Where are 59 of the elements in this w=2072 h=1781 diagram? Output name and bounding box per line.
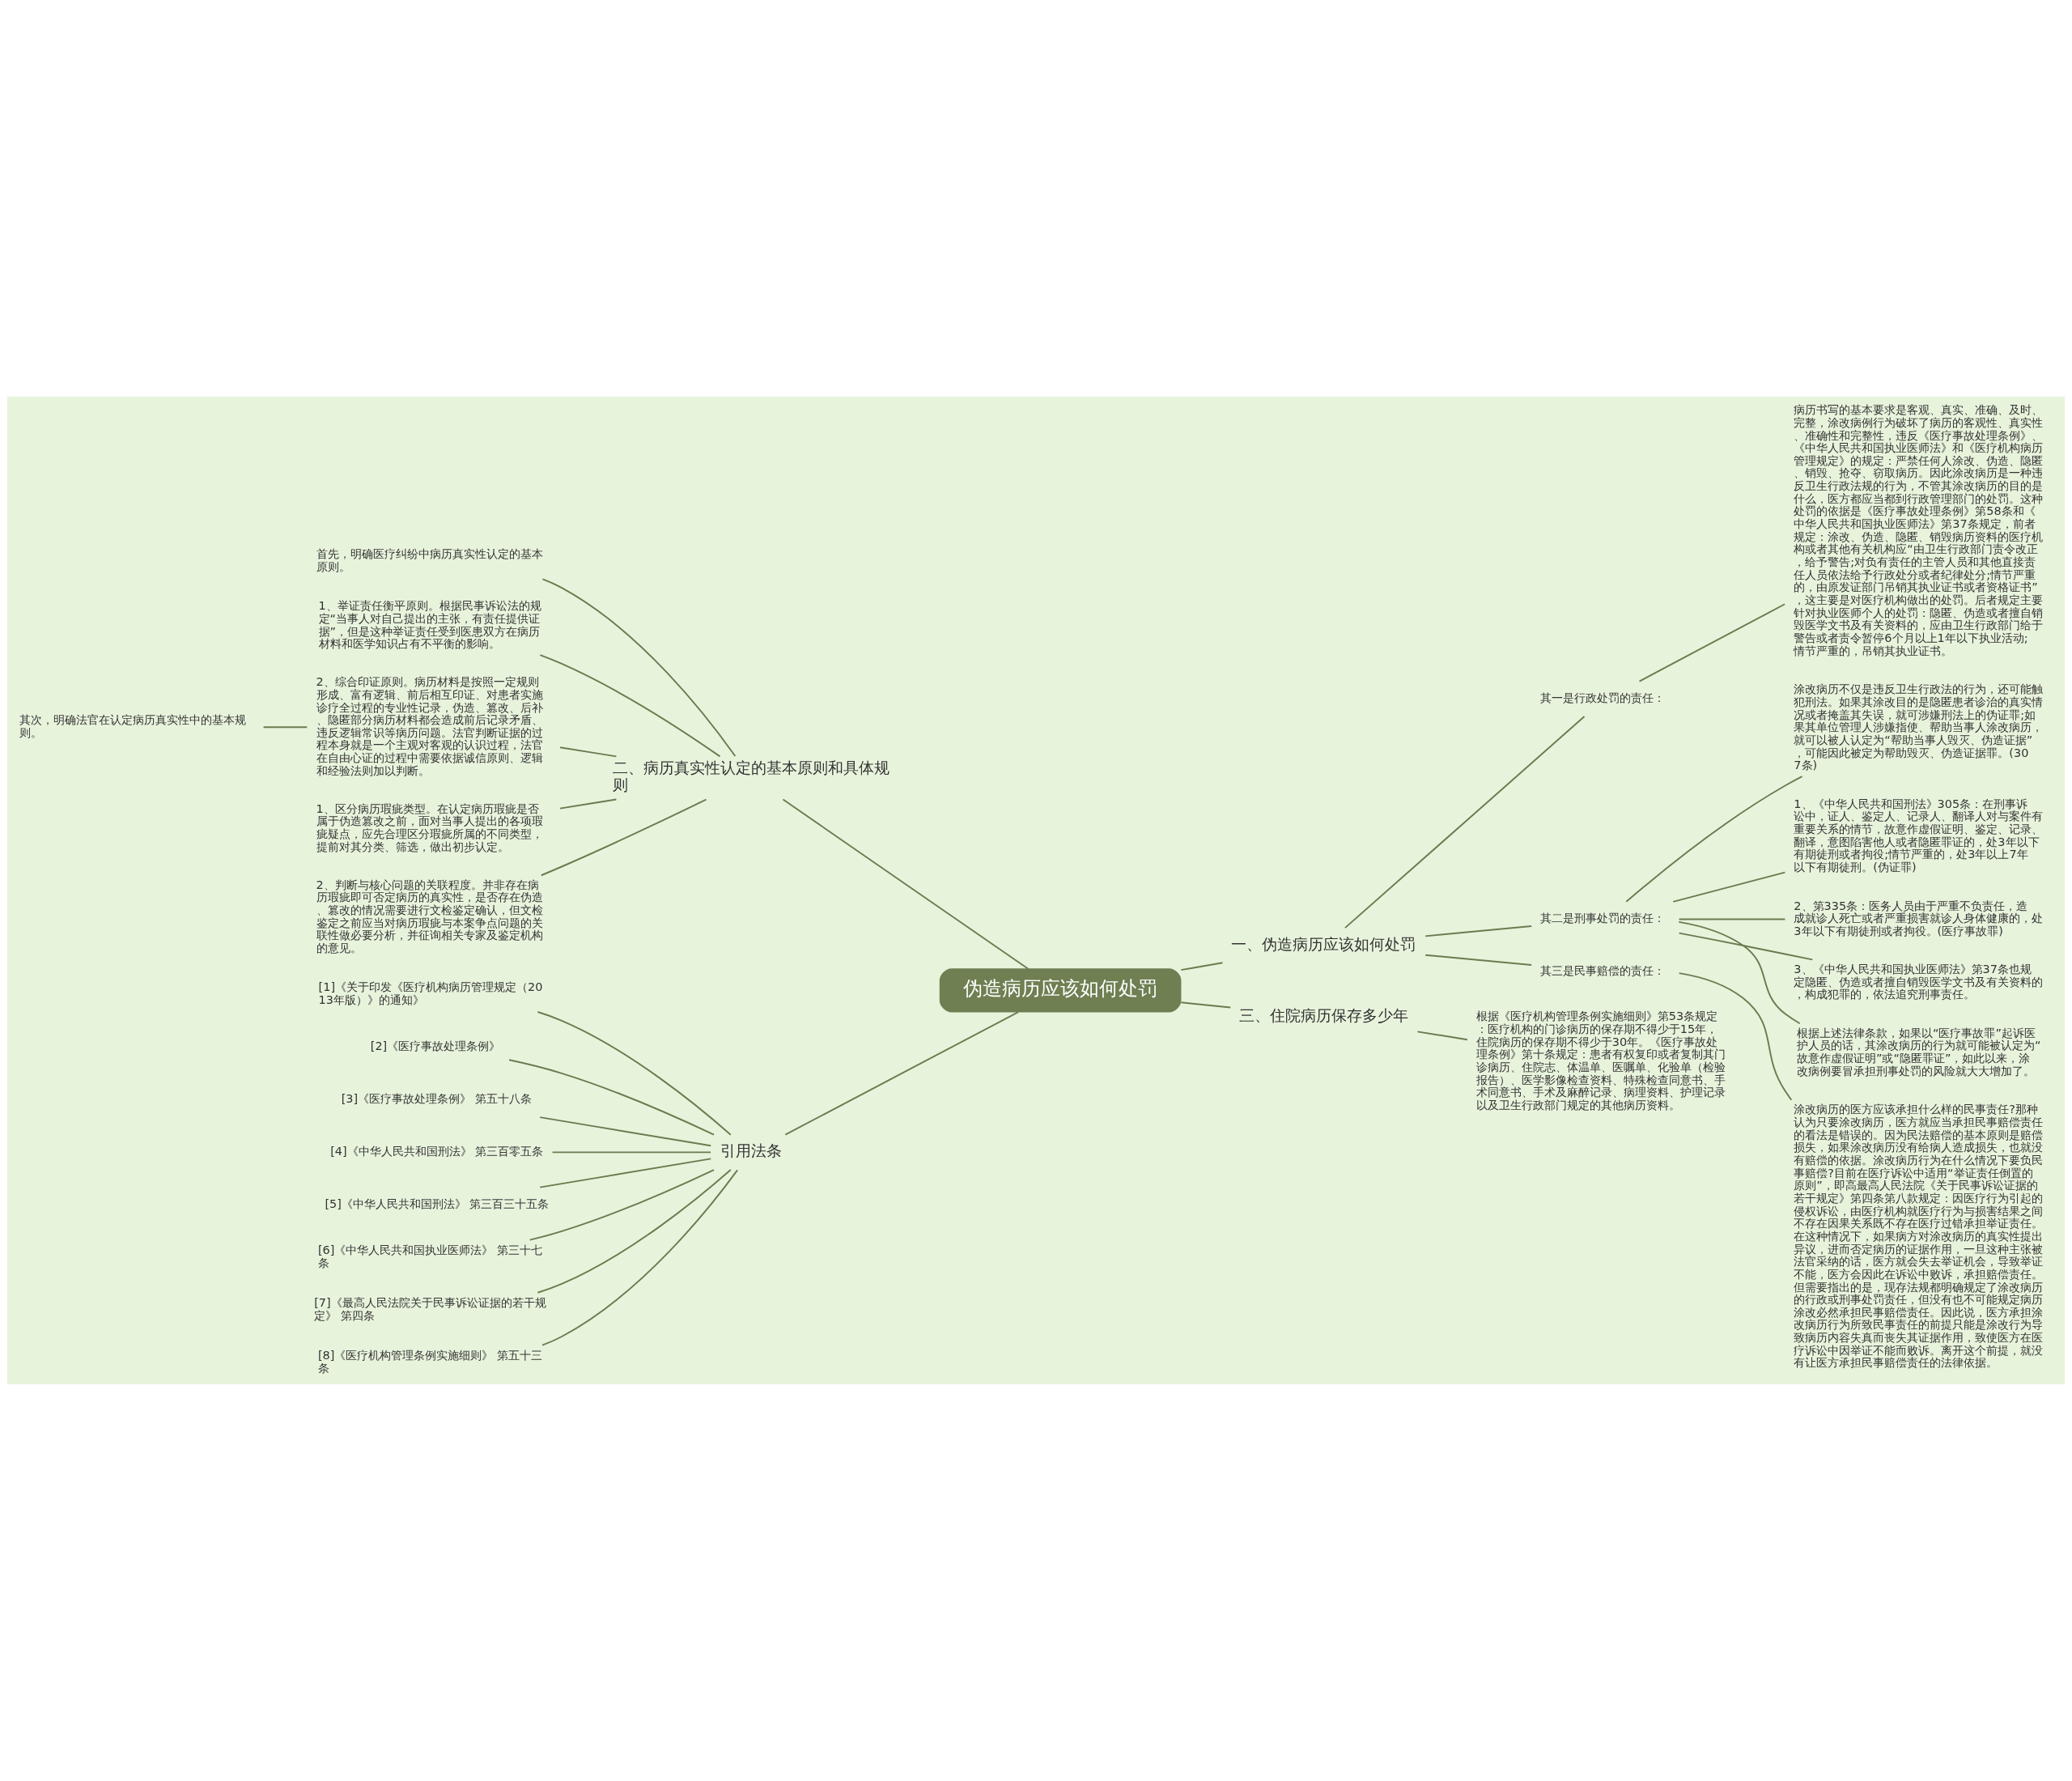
node-text: 1、举证责任衡平原则。根据民事诉讼法的规定“当事人对自己提出的主张，有责任提供证据”，但是这种举证责任受到医患双方在病历材料和医学知识占有不平衡的影响。 bbox=[318, 599, 541, 651]
connector bbox=[1678, 932, 1814, 961]
connector bbox=[559, 798, 618, 810]
node-text: 二、病历真实性认定的基本原则和具体规则 bbox=[612, 758, 890, 795]
node-text: [1]《关于印发《医疗机构病历管理规定（2013年版）》的通知》 bbox=[318, 980, 543, 1006]
connector bbox=[262, 726, 308, 729]
node-text: 其二是刑事处罚的责任： bbox=[1540, 912, 1666, 925]
node-text: [2]《医疗事故处理条例》 bbox=[370, 1039, 501, 1053]
node-text: [6]《中华人民共和国执业医师法》 第三十七条 bbox=[318, 1243, 543, 1269]
connector bbox=[1424, 954, 1533, 967]
node-text: 一、伪造病历应该如何处罚 bbox=[1231, 934, 1416, 954]
connector bbox=[541, 1169, 739, 1346]
node-text: 首先，明确医疗纠纷中病历真实性认定的基本原则。 bbox=[316, 547, 543, 574]
connector bbox=[1180, 962, 1224, 971]
connector bbox=[1424, 925, 1533, 937]
node-box: 伪造病历应该如何处罚 bbox=[939, 968, 1182, 1013]
connector bbox=[540, 798, 707, 877]
node-text: 2、判断与核心问题的关联程度。并非存在病历瑕疵即可否定病历的真实性，是否存在伪造、篡改的情况需要进行文检鉴定确认，但文检鉴定之前应当对病历瑕疵与本案争点问题的关联性做必要分析，并征询相关专家及鉴定机构的意见。 bbox=[316, 878, 543, 954]
connector bbox=[784, 1011, 1020, 1136]
connector bbox=[541, 578, 737, 757]
node-text: [5]《中华人民共和国刑法》 第三百三十五条 bbox=[325, 1197, 550, 1211]
node-text: 其次，明确法官在认定病历真实性中的基本规则。 bbox=[19, 713, 247, 739]
connector bbox=[1678, 918, 1786, 920]
node-text: [3]《医疗事故处理条例》 第五十八条 bbox=[341, 1092, 532, 1106]
node-text: 引用法条 bbox=[720, 1141, 783, 1160]
connector bbox=[1638, 603, 1786, 682]
connector bbox=[1672, 871, 1786, 903]
node-text: [8]《医疗机构管理条例实施细则》 第五十三条 bbox=[318, 1349, 543, 1375]
connector bbox=[1625, 776, 1803, 903]
node-text: 3、《中华人民共和国执业医师法》第37条也规定隐匿、伪造或者擅自销毁医学文书及有关资料的，构成犯罪的，依法追究刑事责任。 bbox=[1794, 962, 2044, 1001]
connector bbox=[508, 1059, 715, 1136]
node-text: 1、区分病历瑕疵类型。在认定病历瑕疵是否属于伪造篡改之前，面对当事人提出的各项瑕疵疑点，应先合理区分瑕疵所属的不同类型，提前对其分类、筛选，做出初步认定。 bbox=[316, 801, 543, 853]
node-text: [4]《中华人民共和国刑法》 第三百零五条 bbox=[330, 1145, 544, 1158]
connector bbox=[539, 1116, 712, 1147]
node-text: 2、综合印证原则。病历材料是按照一定规则形成、富有逻辑、前后相互印证、对患者实施诊疗全过程的专业性记录，伪造、篡改、后补、隐匿部分病历材料都会造成前后记录矛盾、违反逻辑常识等病历问题。法官判断证据的过程本身就是一个主观对客观的认识过程，法官在自由心证的过程中需要依据诚信原则、逻辑和经验法则加以判断。 bbox=[316, 675, 543, 777]
node-text: [7]《最高人民法院关于民事诉讼证据的若干规定》 第四条 bbox=[314, 1296, 546, 1323]
connector bbox=[551, 1151, 711, 1154]
node-text: 三、住院病历保存多少年 bbox=[1239, 1005, 1409, 1025]
connector bbox=[1678, 920, 1801, 1025]
node-text: 1、《中华人民共和国刑法》305条：在刑事诉讼中，证人、鉴定人、记录人、翻译人对与案件有重要关系的情节，故意作虚假证明、鉴定、记录、翻译，意图陷害他人或者隐匿罪证的，处3年以下有期徒刑或者拘役;情节严重的，处3年以上7年以下有期徒刑。(伪证罪) bbox=[1794, 797, 2044, 874]
node-text: 其三是民事赔偿的责任： bbox=[1540, 964, 1666, 978]
node-text: 病历书写的基本要求是客观、真实、准确、及时、完整，涂改病例行为破坏了病历的客观性、真实性、准确性和完整性，违反《医疗事故处理条例》、《中华人民共和国执业医师法》和《医疗机构病历管理规定》的规定：严禁任何人涂改、伪造、隐匿、销毁、抢夺、窃取病历。因此涂改病历是一种违反卫生行政法规的行为，不管其涂改病历的目的是什么，医方都应当都到行政管理部门的处罚。这种处罚的依据是《医疗事故处理条例》第58条和《中华人民共和国执业医师法》第37条规定，前者规定：涂改、伪造、隐匿、销毁病历资料的医疗机构或者其他有关机构应“由卫生行政部门责令改正，给予警告;对负有责任的主管人员和其他直接责任人员依法给予行政处分或者纪律处分;情节严重的，由原发证部门吊销其执业证书或者资格证书”，这主要是对医疗机构做出的处罚。后者规定主要针对执业医师个人的处罚：隐匿、伪造或者擅自销毁医学文书及有关资料的，应由卫生行政部门给于警告或者责令暂停6个月以上1年以下执业活动;情节严重的，吊销其执业证书。 bbox=[1794, 403, 2044, 657]
node-text: 2、第335条：医务人员由于严重不负责任，造成就诊人死亡或者严重损害就诊人身体健康的，处3年以下有期徒刑或者拘役。(医疗事故罪) bbox=[1794, 899, 2044, 937]
node-text: 涂改病历不仅是违反卫生行政法的行为，还可能触犯刑法。如果其涂改目的是隐匿患者诊治的真实情况或者掩盖其失误，就可涉嫌刑法上的伪证罪;如果其单位管理人涉嫌指使、帮助当事人涂改病历，就可以被人认定为“帮助当事人毁灭、伪造证据”，可能因此被定为帮助毁灭、伪造证据罪。(307条) bbox=[1794, 682, 2044, 772]
connector bbox=[537, 1011, 732, 1136]
connector bbox=[1344, 716, 1586, 929]
connector bbox=[782, 798, 1030, 970]
node-text: 其一是行政处罚的责任： bbox=[1540, 691, 1666, 705]
connector bbox=[1180, 1001, 1232, 1009]
connector bbox=[1678, 972, 1793, 1101]
node-text: 涂改病历的医方应该承担什么样的民事责任?那种认为只要涂改病历，医方就应当承担民事赔偿责任的看法是错误的。因为民法赔偿的基本原则是赔偿损失，如果涂改病历没有给病人造成损失，也就没有赔偿的依据。涂改病历行为在什么情况下要负民事赔偿?目前在医疗诉讼中适用“举证责任倒置的原则”，即高最高人民法院《关于民事诉讼证据的若干规定》第四条第八款规定：因医疗行为引起的侵权诉讼，由医疗机构就医疗行为与损害结果之间不存在因果关系既不存在医疗过错承担举证责任。在这种情况下，如果病方对涂改病历的真实性提出异议，进而否定病历的证据作用，一旦这种主张被法官采纳的话，医方就会失去举证机会，导致举证不能，医方会因此在诉讼中败诉，承担赔偿责任。但需要指出的是，现存法规都明确规定了涂改病历的行政或刑事处罚责任，但没有也不可能规定病历涂改必然承担民事赔偿责任。因此说，医方承担涂改病历行为所致民事责任的前提只能是涂改行为导致病历内容失真而丧失其证据作用，致使医方在医疗诉讼中因举证不能而败诉。离开这个前提，就没有让医方承担民事赔偿责任的法律依据。 bbox=[1794, 1103, 2044, 1370]
connector bbox=[539, 654, 721, 758]
connector bbox=[529, 1169, 715, 1241]
node-text: 根据上述法律条款，如果以“医疗事故罪”起诉医护人员的话，其涂改病历的行为就可能被认定为“故意作虚假证明”或“隐匿罪证”，如此以来，涂改病例要冒承担刑事处罚的风险就大大增加了。 bbox=[1796, 1026, 2041, 1078]
connector bbox=[559, 746, 618, 758]
connector bbox=[537, 1169, 732, 1294]
connector bbox=[1416, 1031, 1468, 1041]
node-text: 根据《医疗机构管理条例实施细则》第53条规定：医疗机构的门诊病历的保存期不得少于15年，住院病历的保存期不得少于30年。《医疗事故处理条例》第十条规定：患者有权复印或者复制其门诊病历、住院志、体温单、医嘱单、化验单（检验报告）、医学影像检查资料、特殊检查同意书、手术同意书、手术及麻醉记录、病理资料、护理记录以及卫生行政部门规定的其他病历资料。 bbox=[1475, 1010, 1726, 1112]
connector bbox=[539, 1158, 712, 1188]
